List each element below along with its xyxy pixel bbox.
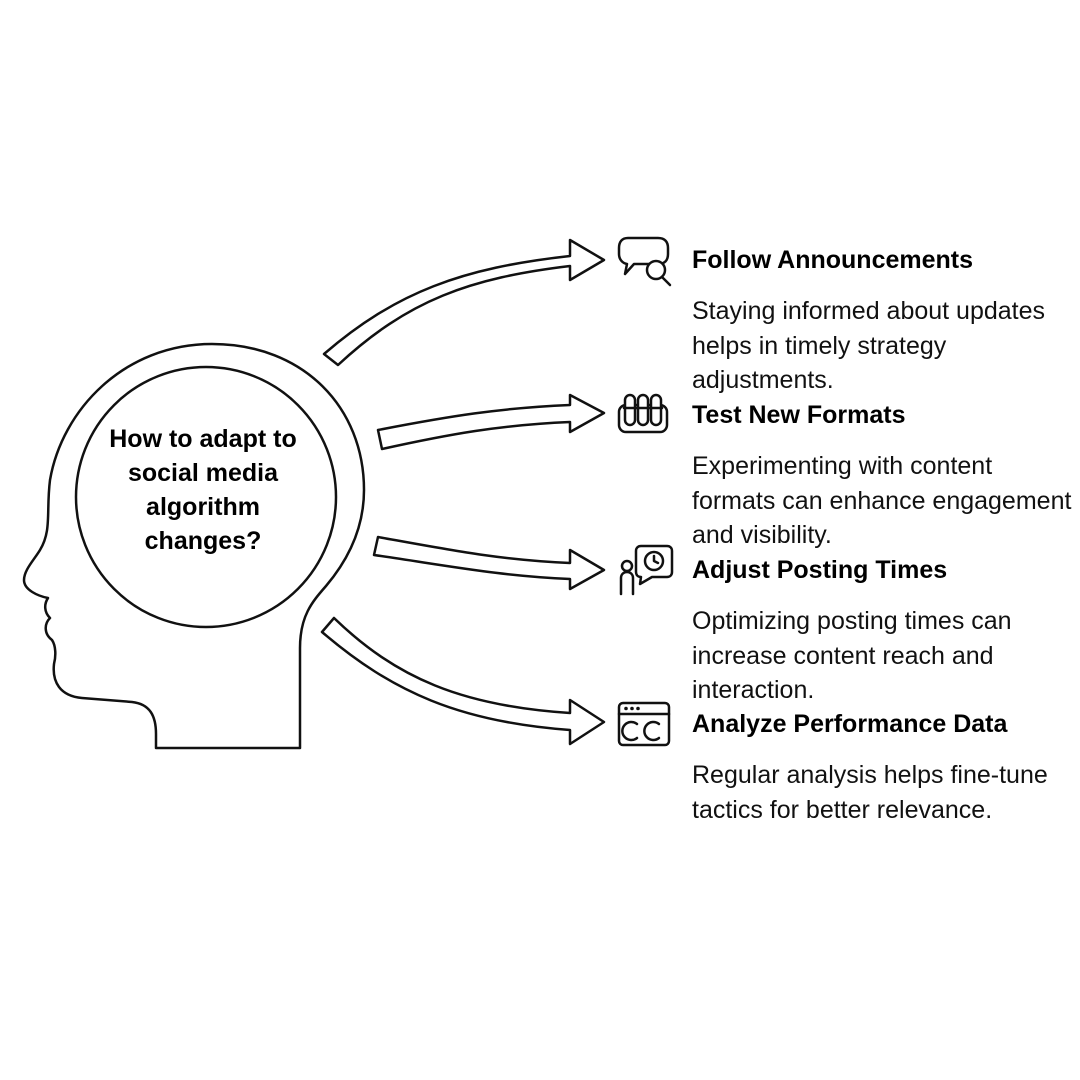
- question-circle: [74, 365, 338, 629]
- item-test-new-formats: Test New Formats Experimenting with cont…: [692, 400, 1077, 553]
- item-description: Experimenting with content formats can e…: [692, 452, 1072, 549]
- arrow-to-analyze-performance-data: [320, 616, 606, 746]
- window-dots: [624, 706, 640, 711]
- item-description: Regular analysis helps fine-tune tactics…: [692, 761, 1048, 824]
- arrow-to-adjust-posting-times: [372, 535, 606, 591]
- head-outline: [22, 342, 366, 750]
- person-clock-icon: [619, 544, 674, 596]
- test-tubes-icon: [617, 393, 669, 434]
- item-analyze-performance-data: Analyze Performance Data Regular analysi…: [692, 709, 1077, 827]
- item-title: Test New Formats: [692, 401, 906, 429]
- item-adjust-posting-times: Adjust Posting Times Optimizing posting …: [692, 555, 1077, 708]
- chat-search-icon: [617, 236, 672, 287]
- central-question: How to adapt to social media algorithm c…: [109, 425, 297, 555]
- item-description: Staying informed about updates helps in …: [692, 297, 1046, 394]
- item-description: Optimizing posting times can increase co…: [692, 607, 1012, 704]
- analytics-window-icon: [617, 701, 671, 747]
- item-title: Adjust Posting Times: [692, 556, 948, 584]
- item-title: Analyze Performance Data: [692, 710, 1008, 738]
- arrow-to-follow-announcements: [322, 238, 606, 367]
- item-title: Follow Announcements: [692, 246, 974, 274]
- arrow-to-test-new-formats: [376, 393, 606, 451]
- item-follow-announcements: Follow Announcements Staying informed ab…: [692, 245, 1077, 398]
